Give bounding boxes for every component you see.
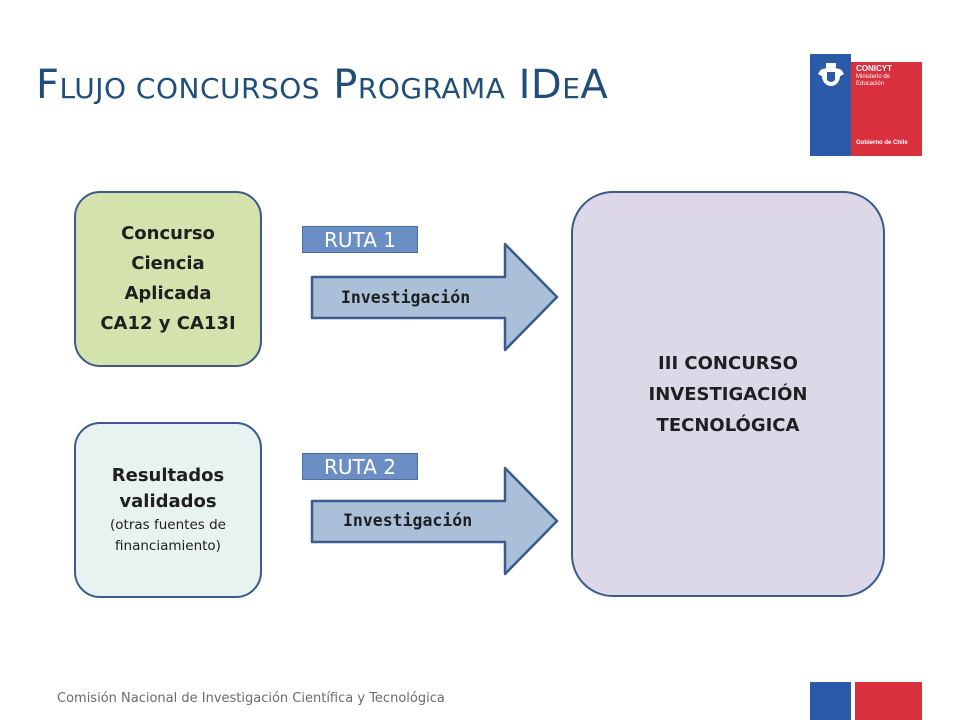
route-1-badge: RUTA 1 xyxy=(302,226,418,253)
page-title: FLUJO CONCURSOS PROGRAMA IDEA xyxy=(36,62,609,108)
resultados-validados-box: Resultados validados (otras fuentes de f… xyxy=(74,422,262,598)
footer-flag-bar xyxy=(810,682,922,720)
route-2-arrow xyxy=(310,466,559,576)
route-1-arrow xyxy=(310,242,559,352)
logo-government: Gobierno de Chile xyxy=(856,140,908,146)
iii-concurso-box: III CONCURSO INVESTIGACIÓN TECNOLÓGICA xyxy=(571,191,885,597)
route-2-badge: RUTA 2 xyxy=(302,453,418,480)
coat-of-arms-icon xyxy=(818,63,844,86)
footer-text: Comisión Nacional de Investigación Cient… xyxy=(57,691,445,706)
route-1-arrow-label: Investigación xyxy=(341,288,471,307)
route-2-arrow-label: Investigación xyxy=(343,511,473,530)
logo-name: CONICYT xyxy=(856,64,892,73)
concurso-ciencia-aplicada-box: Concurso Ciencia Aplicada CA12 y CA13I xyxy=(74,191,262,367)
